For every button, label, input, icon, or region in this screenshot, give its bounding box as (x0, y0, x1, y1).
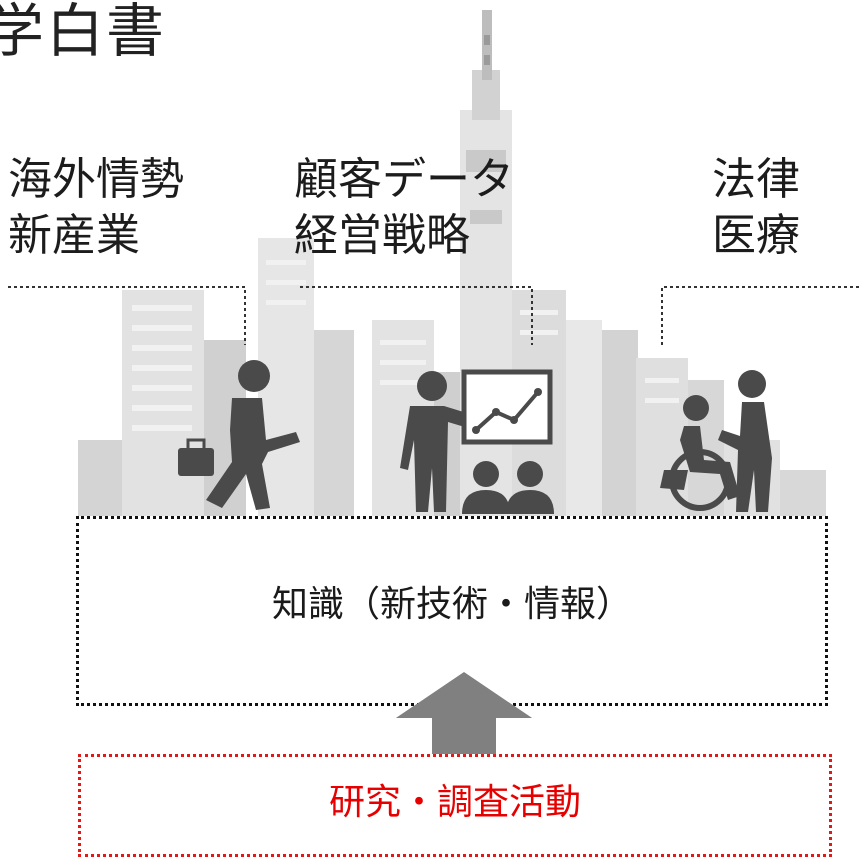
label-line-2: 医療 (712, 210, 800, 261)
page-title: 学白書 (0, 0, 167, 65)
up-arrow-icon (396, 672, 532, 752)
label-line-1: 法律 (712, 154, 800, 205)
category-label-right: 法律 医療 (712, 152, 800, 264)
wheelchair-caregiver-icon (660, 370, 772, 512)
knowledge-label: 知識（新技術・情報） (271, 584, 632, 625)
label-line-2: 新産業 (8, 210, 140, 261)
building-windows (132, 260, 679, 431)
presenter-with-chart-icon (400, 369, 554, 514)
research-label: 研究・調査活動 (328, 782, 581, 823)
category-label-middle: 顧客データ 経営戦略 (294, 152, 514, 264)
label-line-1: 海外情勢 (8, 154, 184, 205)
category-label-left: 海外情勢 新産業 (8, 152, 184, 264)
label-line-1: 顧客データ (294, 154, 514, 205)
walking-businessman-icon (178, 360, 300, 510)
connector-lines (8, 286, 859, 345)
label-line-2: 経営戦略 (294, 210, 470, 261)
research-box (78, 754, 832, 857)
